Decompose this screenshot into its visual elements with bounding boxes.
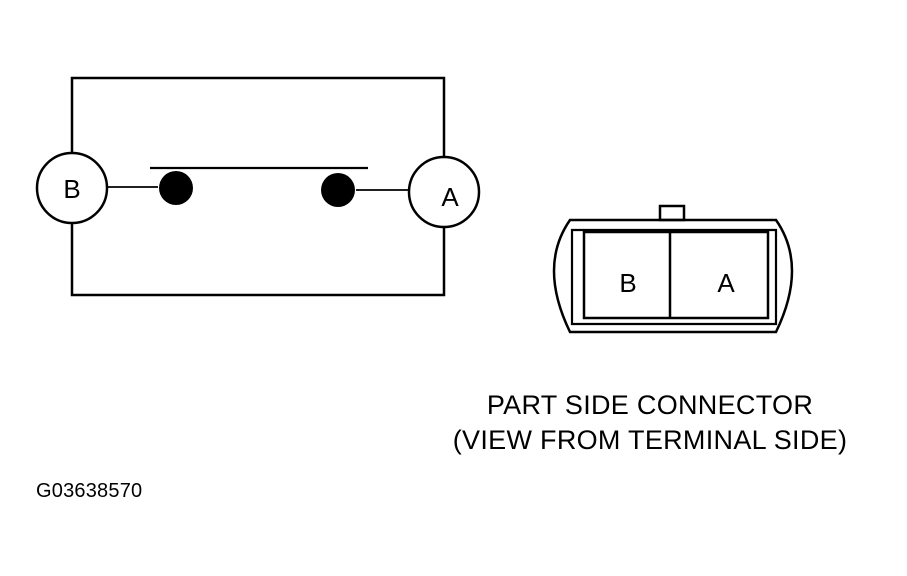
outer-wire-bottom [70, 224, 446, 297]
connector-inner-housing [570, 228, 778, 326]
connector-caption-line2: (VIEW FROM TERMINAL SIDE) [452, 425, 848, 455]
part-side-connector [552, 204, 794, 334]
terminal-a-label: A [441, 182, 459, 212]
connector-outer-shell [552, 218, 794, 334]
connector-pin-b-label: B [619, 268, 636, 298]
switch-schematic [70, 76, 446, 297]
figure-code: G03638570 [36, 480, 143, 502]
terminal-b-circle [35, 151, 109, 225]
contact-left [159, 171, 193, 205]
outer-wire-top [70, 76, 446, 160]
terminal-a-circle [407, 155, 481, 229]
connector-lock-tab [658, 204, 686, 222]
connector-cavity-frame [582, 230, 770, 320]
connector-pin-a-label: A [717, 268, 735, 298]
contact-right [321, 173, 355, 207]
terminal-b-label: B [63, 174, 80, 204]
connector-caption-line1: PART SIDE CONNECTOR [486, 390, 814, 420]
